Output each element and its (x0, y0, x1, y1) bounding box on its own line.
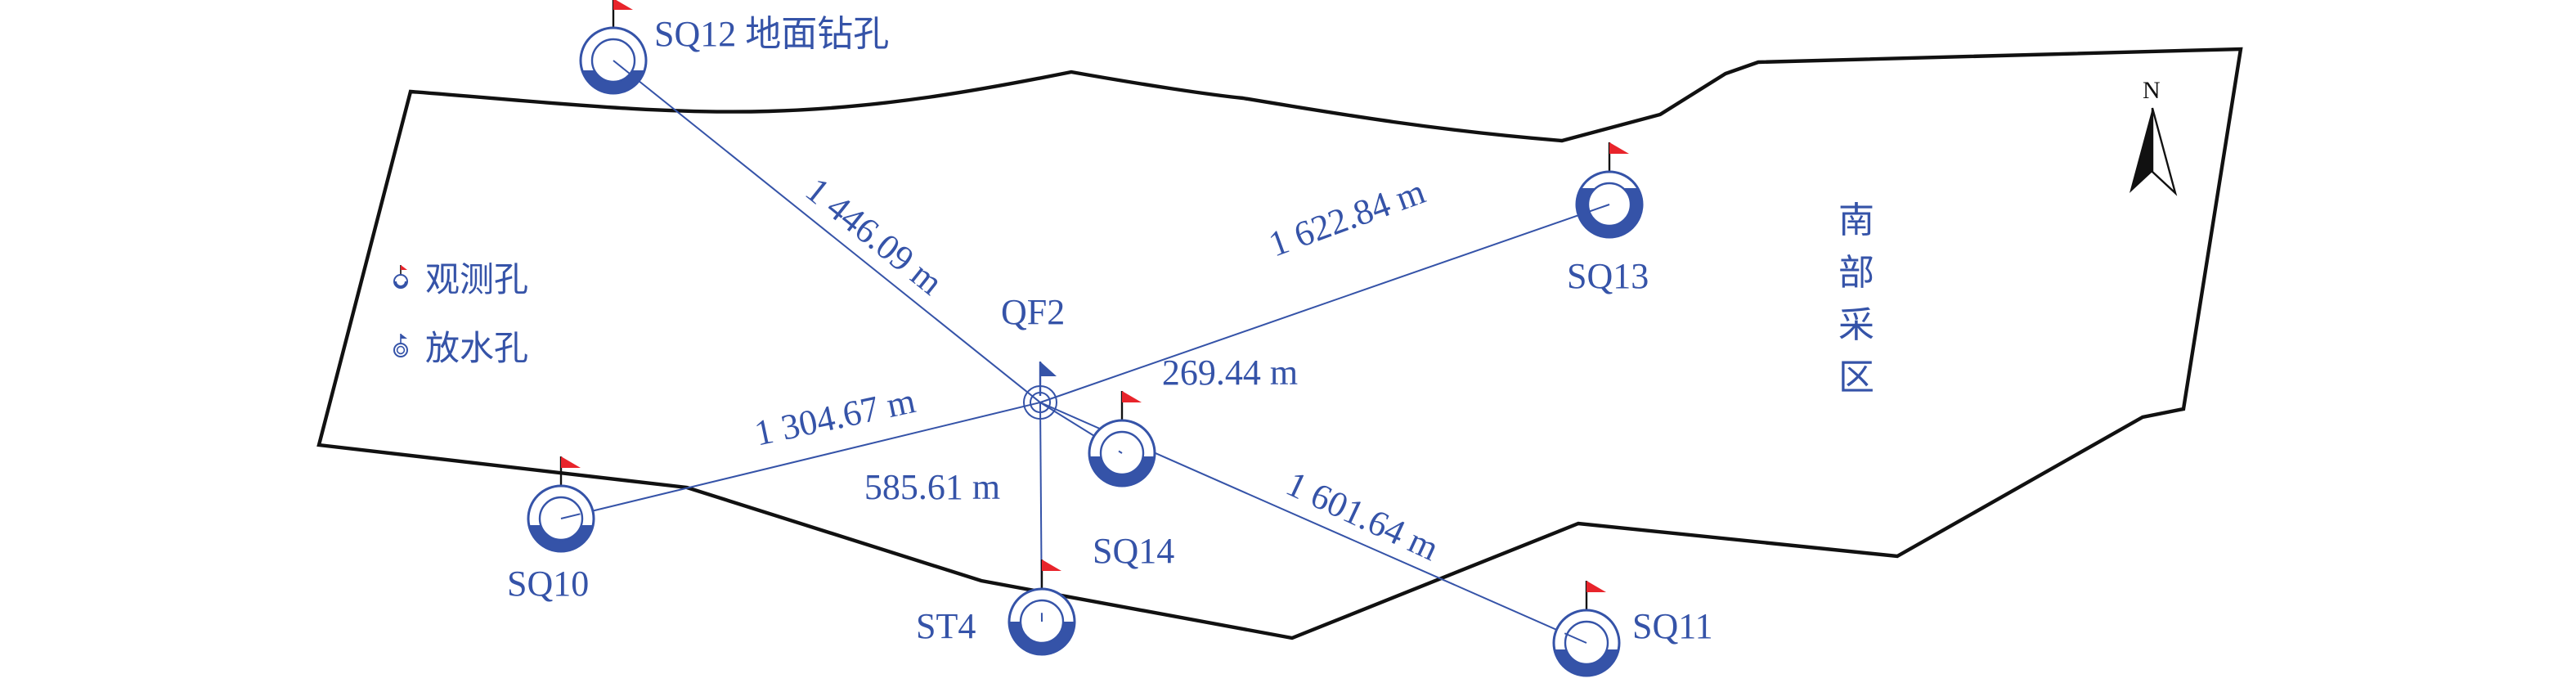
release-well-legend-icon (393, 334, 408, 357)
legend-release-label: 放水孔 (425, 330, 528, 368)
observation-well-sq11[interactable] (1552, 581, 1621, 677)
well-label-sq12: SQ12 地面钻孔 (654, 14, 889, 54)
distance-label-sq13: 1 622.84 m (1263, 171, 1430, 264)
release-well-label: QF2 (1001, 292, 1065, 332)
area-char: 南 (1838, 200, 1874, 240)
flag-icon (1042, 559, 1061, 571)
flag-icon (1586, 581, 1606, 592)
observation-well-st4[interactable] (1008, 559, 1076, 656)
distance-label-sq10: 1 304.67 m (751, 380, 918, 453)
flag-icon (1609, 142, 1629, 154)
distance-line-sq12 (613, 60, 1041, 403)
flag-icon (1122, 391, 1142, 402)
observation-well-sq14[interactable] (1088, 391, 1156, 488)
release-flag-icon (1040, 362, 1057, 376)
flag-icon (613, 0, 633, 10)
observation-well-sq13[interactable] (1575, 142, 1644, 239)
observation-well-sq10[interactable] (527, 456, 595, 553)
north-label: N (2143, 77, 2161, 104)
well-label-sq14: SQ14 (1093, 531, 1174, 571)
distance-line-sq13 (1039, 204, 1610, 403)
well-label-sq13: SQ13 (1567, 256, 1649, 296)
north-arrow: N (2129, 77, 2178, 196)
legend: 观测孔 放水孔 (393, 262, 528, 368)
release-well-qf2[interactable] (1023, 362, 1057, 420)
flag-icon (561, 456, 581, 468)
well-label-sq10: SQ10 (507, 564, 589, 604)
area-char: 采 (1838, 305, 1874, 345)
well-label-sq11: SQ11 (1632, 606, 1713, 646)
distance-label-sq14: 269.44 m (1162, 353, 1298, 393)
observation-well-legend-icon (393, 265, 408, 289)
distance-line-sq10 (560, 402, 1041, 519)
distance-label-st4: 585.61 m (864, 467, 1000, 507)
area-char: 区 (1838, 357, 1874, 398)
north-arrow-icon (2129, 108, 2152, 193)
distance-label-sq12: 1 446.09 m (798, 169, 950, 303)
distance-label-sq11: 1 601.64 m (1280, 464, 1444, 569)
well-label-st4: ST4 (916, 606, 976, 646)
mining-area-boundary (316, 47, 2243, 640)
area-char: 部 (1838, 253, 1874, 293)
observation-well-sq12[interactable] (579, 0, 648, 95)
mining-area-label: 南 部 采 区 (1838, 200, 1874, 398)
legend-observation-label: 观测孔 (425, 262, 528, 299)
